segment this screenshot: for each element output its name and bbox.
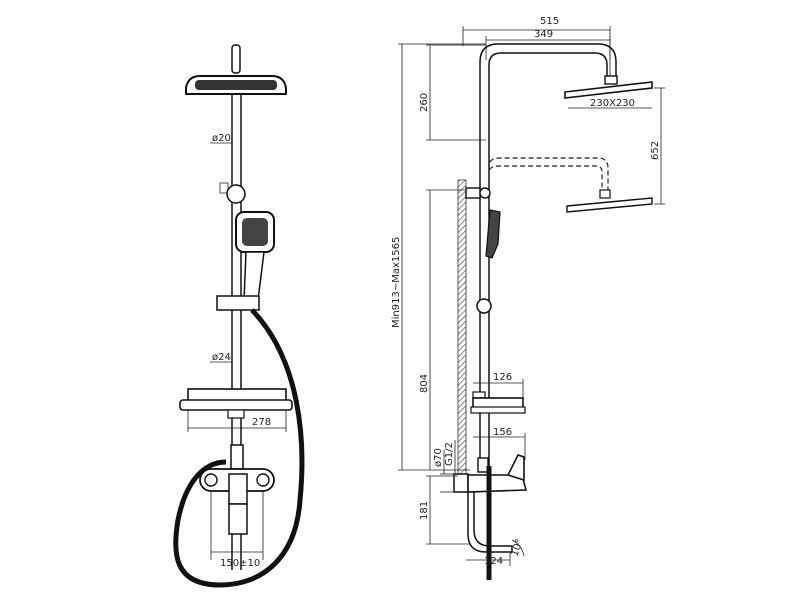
hand-shower xyxy=(216,211,275,311)
outlet-height-label: 181 xyxy=(419,501,430,520)
front-shelf xyxy=(179,388,293,419)
upper-connector xyxy=(219,182,246,204)
arm-length-label: 349 xyxy=(534,29,553,40)
front-view: ø20 ø24 278 xyxy=(173,44,305,588)
wall-bracket xyxy=(465,187,491,199)
head-height-label: 260 xyxy=(419,93,430,112)
side-view: 515 349 230X230 260 652 xyxy=(391,16,665,580)
side-shower-head xyxy=(564,75,653,99)
wall xyxy=(457,179,467,493)
lower-height-label: 804 xyxy=(419,374,430,393)
wall-diameter-label: ø70 xyxy=(433,448,444,467)
pipe-top-cap xyxy=(231,44,241,74)
spout-length-label: 124 xyxy=(484,556,503,567)
pipe-top-diameter-label: ø20 xyxy=(212,133,231,144)
shelf-width-label: 278 xyxy=(252,417,271,428)
front-shower-head xyxy=(185,75,287,95)
wall-connection xyxy=(453,473,469,493)
height-range-label: Min913~Max1565 xyxy=(391,237,402,328)
shelf-depth-label: 126 xyxy=(493,372,512,383)
head-size-label: 230X230 xyxy=(590,98,635,109)
side-slider xyxy=(476,298,492,314)
side-lowered-arm xyxy=(488,157,609,190)
side-hand-shower xyxy=(485,209,501,259)
pipe-bottom-diameter-label: ø24 xyxy=(212,352,231,363)
head-adjust-label: 652 xyxy=(650,141,661,160)
overall-width-label: 515 xyxy=(540,16,559,27)
side-shelf xyxy=(470,391,526,414)
side-riser-arm xyxy=(479,43,617,188)
thread-label: G1/2 xyxy=(444,442,455,466)
mixer-center-distance-label: 150±10 xyxy=(220,558,260,569)
front-mixer xyxy=(199,444,275,535)
mixer-depth-label: 156 xyxy=(493,427,512,438)
shower-hose xyxy=(173,308,305,588)
side-mixer xyxy=(467,454,528,553)
